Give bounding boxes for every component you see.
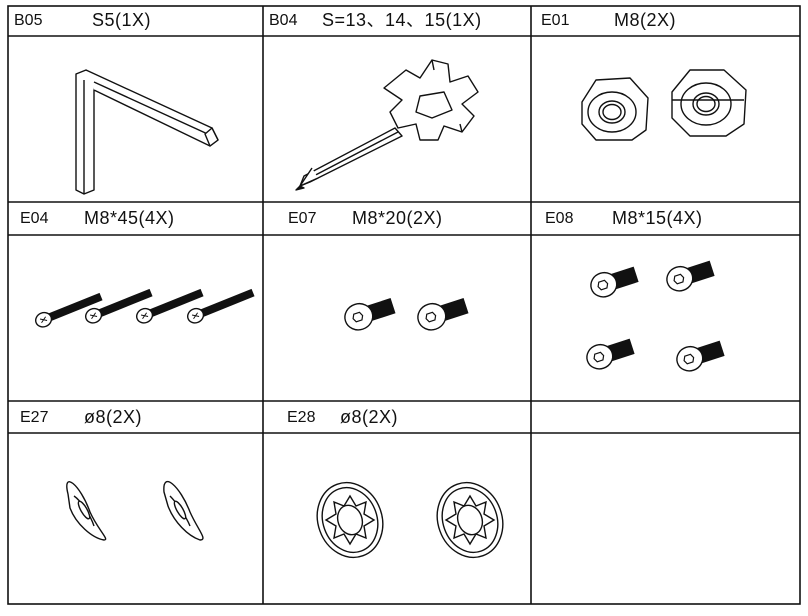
cell-code-e28: E28 [287, 409, 316, 426]
curved-washer-icon [66, 480, 204, 541]
cell-spec-b05: S5(1X) [92, 10, 152, 30]
button-head-bolt-icon [344, 298, 469, 331]
cell-spec-e04: M8*45(4X) [84, 208, 175, 228]
cell-code-b05: B05 [14, 12, 43, 29]
wrench-screwdriver-icon [295, 59, 479, 191]
button-head-bolt-icon [586, 260, 725, 372]
cell-spec-e27: ø8(2X) [84, 407, 143, 427]
hex-key-icon [75, 69, 219, 195]
cell-code-e01: E01 [541, 12, 570, 29]
cell-code-e08: E08 [545, 210, 574, 227]
cell-spec-e01: M8(2X) [614, 10, 677, 30]
lock-nut-icon [581, 69, 747, 141]
cell-code-b04: B04 [269, 12, 298, 29]
cell-spec-b04: S=13、14、15(1X) [322, 10, 482, 30]
cell-spec-e07: M8*20(2X) [352, 208, 443, 228]
countersunk-bolt-icon [34, 288, 255, 328]
cell-code-e27: E27 [20, 409, 49, 426]
cell-spec-e08: M8*15(4X) [612, 208, 703, 228]
star-lock-washer-icon [316, 481, 504, 559]
cell-code-e04: E04 [20, 210, 49, 227]
grid-lines [7, 5, 801, 605]
cell-spec-e28: ø8(2X) [340, 407, 399, 427]
cell-code-e07: E07 [288, 210, 317, 227]
